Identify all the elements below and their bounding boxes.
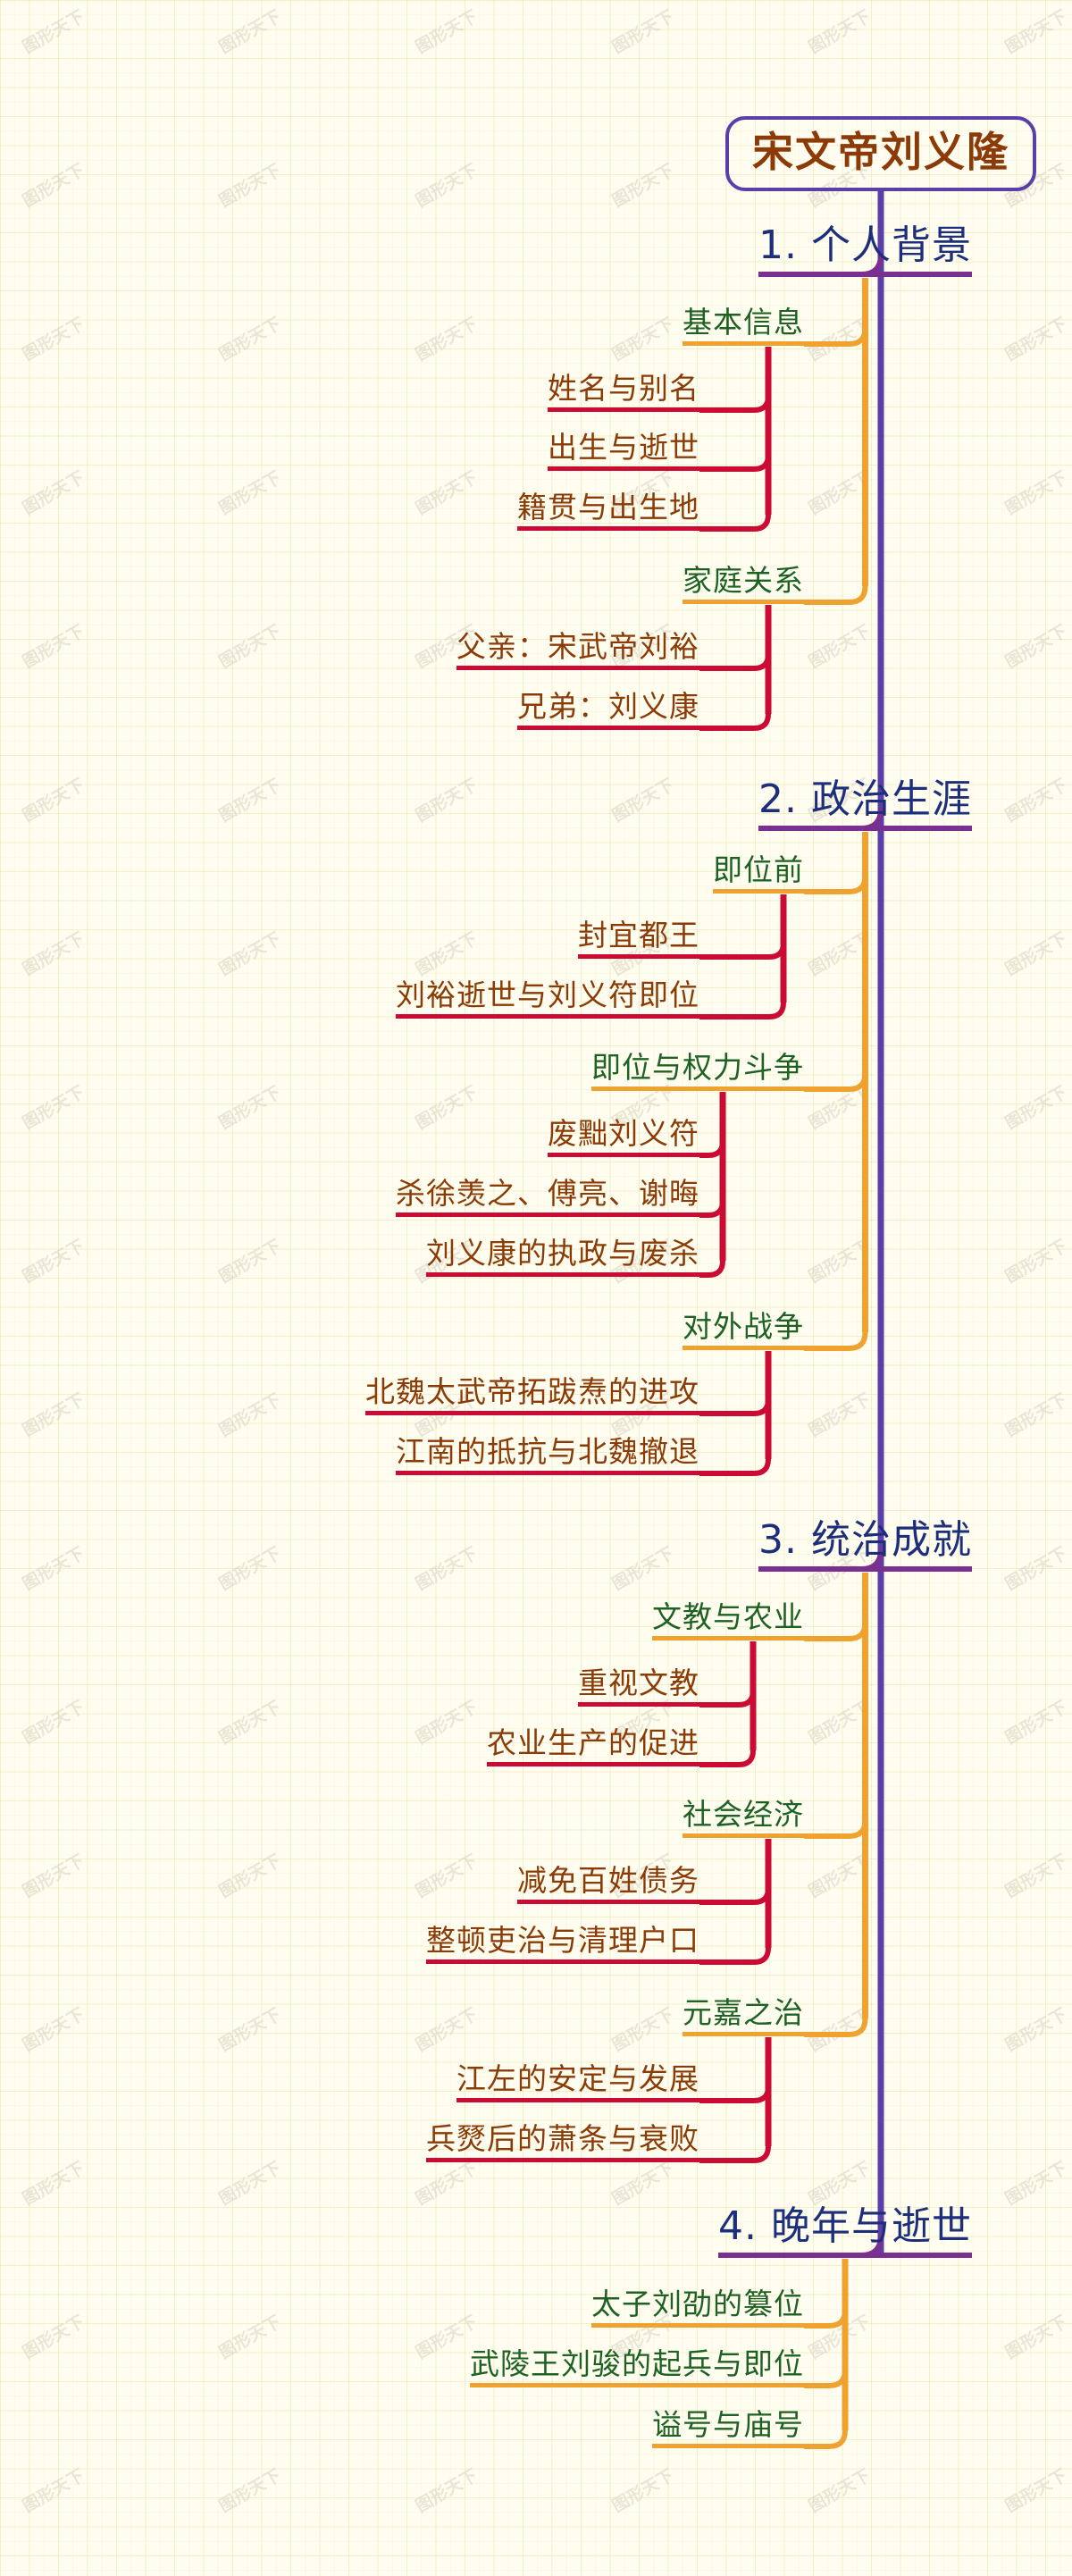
branch-node-4[interactable]: 4. 晚年与逝世 (718, 2207, 972, 2258)
subtopic-node-2-3[interactable]: 对外战争 (683, 1312, 804, 1350)
subtopic-node-4-3[interactable]: 谥号与庙号 (652, 2410, 804, 2448)
subtopic-node-3-3[interactable]: 元嘉之治 (683, 1998, 804, 2036)
branch-node-2[interactable]: 2. 政治生涯 (758, 780, 972, 831)
leaf-node-3-3-2[interactable]: 兵燹后的萧条与衰败 (426, 2124, 699, 2162)
branch-node-1[interactable]: 1. 个人背景 (758, 226, 972, 277)
leaf-node-2-2-1[interactable]: 废黜刘义符 (548, 1119, 699, 1157)
leaf-node-1-1-2[interactable]: 出生与逝世 (548, 432, 699, 471)
leaf-node-1-2-2[interactable]: 兄弟：刘义康 (517, 692, 699, 730)
root-node[interactable]: 宋文帝刘义隆 (725, 116, 1036, 191)
subtopic-node-2-2[interactable]: 即位与权力斗争 (591, 1053, 804, 1091)
leaf-node-2-2-3[interactable]: 刘义康的执政与废杀 (426, 1238, 699, 1277)
leaf-node-2-1-2[interactable]: 刘裕逝世与刘义符即位 (396, 980, 699, 1019)
leaf-node-2-2-2[interactable]: 杀徐羡之、傅亮、谢晦 (396, 1179, 699, 1217)
leaf-node-3-3-1[interactable]: 江左的安定与发展 (456, 2064, 699, 2102)
subtopic-node-1-2[interactable]: 家庭关系 (683, 566, 804, 604)
leaf-node-3-1-2[interactable]: 农业生产的促进 (487, 1728, 699, 1766)
subtopic-node-4-2[interactable]: 武陵王刘骏的起兵与即位 (470, 2349, 804, 2387)
branch-node-3[interactable]: 3. 统治成就 (758, 1521, 972, 1572)
subtopic-node-4-1[interactable]: 太子刘劭的篡位 (591, 2289, 804, 2328)
leaf-node-3-1-1[interactable]: 重视文教 (578, 1668, 699, 1707)
leaf-node-3-2-2[interactable]: 整顿吏治与清理户口 (426, 1926, 699, 1964)
leaf-node-1-1-1[interactable]: 姓名与别名 (548, 373, 699, 412)
leaf-node-2-3-1[interactable]: 北魏太武帝拓跋焘的进攻 (365, 1377, 699, 1415)
leaf-node-1-2-1[interactable]: 父亲：宋武帝刘裕 (456, 632, 699, 670)
leaf-node-1-1-3[interactable]: 籍贯与出生地 (517, 492, 699, 531)
subtopic-node-3-1[interactable]: 文教与农业 (652, 1602, 804, 1640)
subtopic-node-3-2[interactable]: 社会经济 (683, 1800, 804, 1838)
leaf-node-2-3-2[interactable]: 江南的抵抗与北魏撤退 (396, 1437, 699, 1475)
leaf-node-2-1-1[interactable]: 封宜都王 (578, 920, 699, 959)
leaf-node-3-2-1[interactable]: 减免百姓债务 (517, 1866, 699, 1904)
subtopic-node-2-1[interactable]: 即位前 (713, 855, 804, 894)
subtopic-node-1-1[interactable]: 基本信息 (683, 307, 804, 346)
